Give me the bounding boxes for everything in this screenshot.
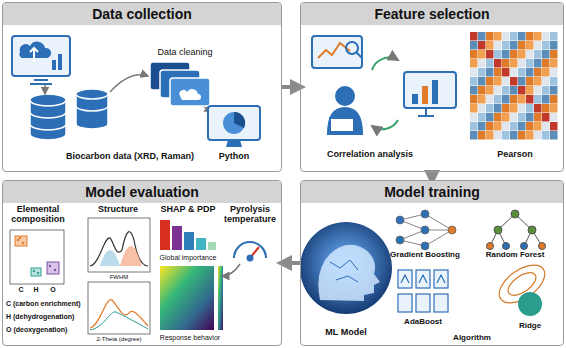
- database: [30, 89, 108, 140]
- annotation-label: 2-Theta (degree): [84, 336, 154, 343]
- stage-panel: Feature selection: [300, 2, 564, 172]
- annotation-label: O: [48, 286, 58, 294]
- annotation-label: Random Forest: [479, 251, 551, 260]
- annotation-label: SHAP & PDP: [156, 205, 220, 215]
- annotation-label: H (dehydrogenation): [6, 313, 74, 321]
- annotation-label: ML Model: [313, 328, 379, 338]
- annotation-label: Ridge: [510, 322, 550, 331]
- annotation-label: Response behavior: [152, 334, 228, 342]
- annotation-label: Data cleaning: [145, 48, 225, 58]
- shap-bars: [160, 220, 216, 250]
- annotation-label: Correlation analysis: [315, 150, 425, 160]
- panel-title: Data collection: [3, 3, 281, 25]
- flow-arrow: [430, 172, 434, 180]
- flow-arrow: [282, 85, 300, 89]
- annotation-label: Pearson: [483, 150, 547, 160]
- analysis-icons: [312, 36, 456, 134]
- annotation-label: AdaBoost: [396, 318, 450, 327]
- annotation-label: Structure: [87, 205, 149, 215]
- gradient-boosting-net: [396, 210, 456, 250]
- annotation-label: Gradient Boosting: [383, 251, 467, 260]
- panel-title: Feature selection: [301, 3, 563, 25]
- raman-spectrum: [88, 218, 150, 272]
- ridge-plot: [493, 258, 552, 316]
- annotation-label: FWHM: [94, 274, 144, 281]
- annotation-label: Algorithm: [442, 334, 502, 343]
- annotation-label: C (carbon enrichment): [6, 300, 81, 308]
- annotation-label: Elemental composition: [5, 205, 71, 225]
- ml-brain: [300, 222, 392, 314]
- temperature-gauge: [222, 242, 266, 276]
- annotation-label: Global importance: [151, 254, 225, 262]
- annotation-label: Pyrolysis temperature: [219, 205, 281, 225]
- stage-panel: Data collection: [2, 2, 282, 172]
- random-forest-tree: [487, 210, 546, 250]
- xrd-spectrum: [88, 282, 150, 334]
- composition-boxplot: [10, 230, 64, 284]
- flow-arrow: [45, 75, 212, 112]
- cleaning-cards: [150, 62, 210, 106]
- annotation-label: O (deoxygenation): [6, 326, 67, 334]
- pdp-heatmap: [160, 266, 223, 330]
- pearson-heatmap: [470, 32, 558, 140]
- panel-title: Model training: [301, 181, 563, 203]
- adaboost-stack: [398, 270, 448, 312]
- panel-title: Model evaluation: [3, 181, 281, 203]
- annotation-label: H: [31, 286, 41, 294]
- python-monitor: [208, 106, 260, 147]
- upload-monitor: [12, 36, 70, 84]
- annotation-label: Biocarbon data (XRD, Raman): [50, 152, 210, 162]
- annotation-label: Python: [212, 152, 256, 162]
- annotation-label: C: [16, 286, 26, 294]
- flow-arrow: [282, 261, 300, 265]
